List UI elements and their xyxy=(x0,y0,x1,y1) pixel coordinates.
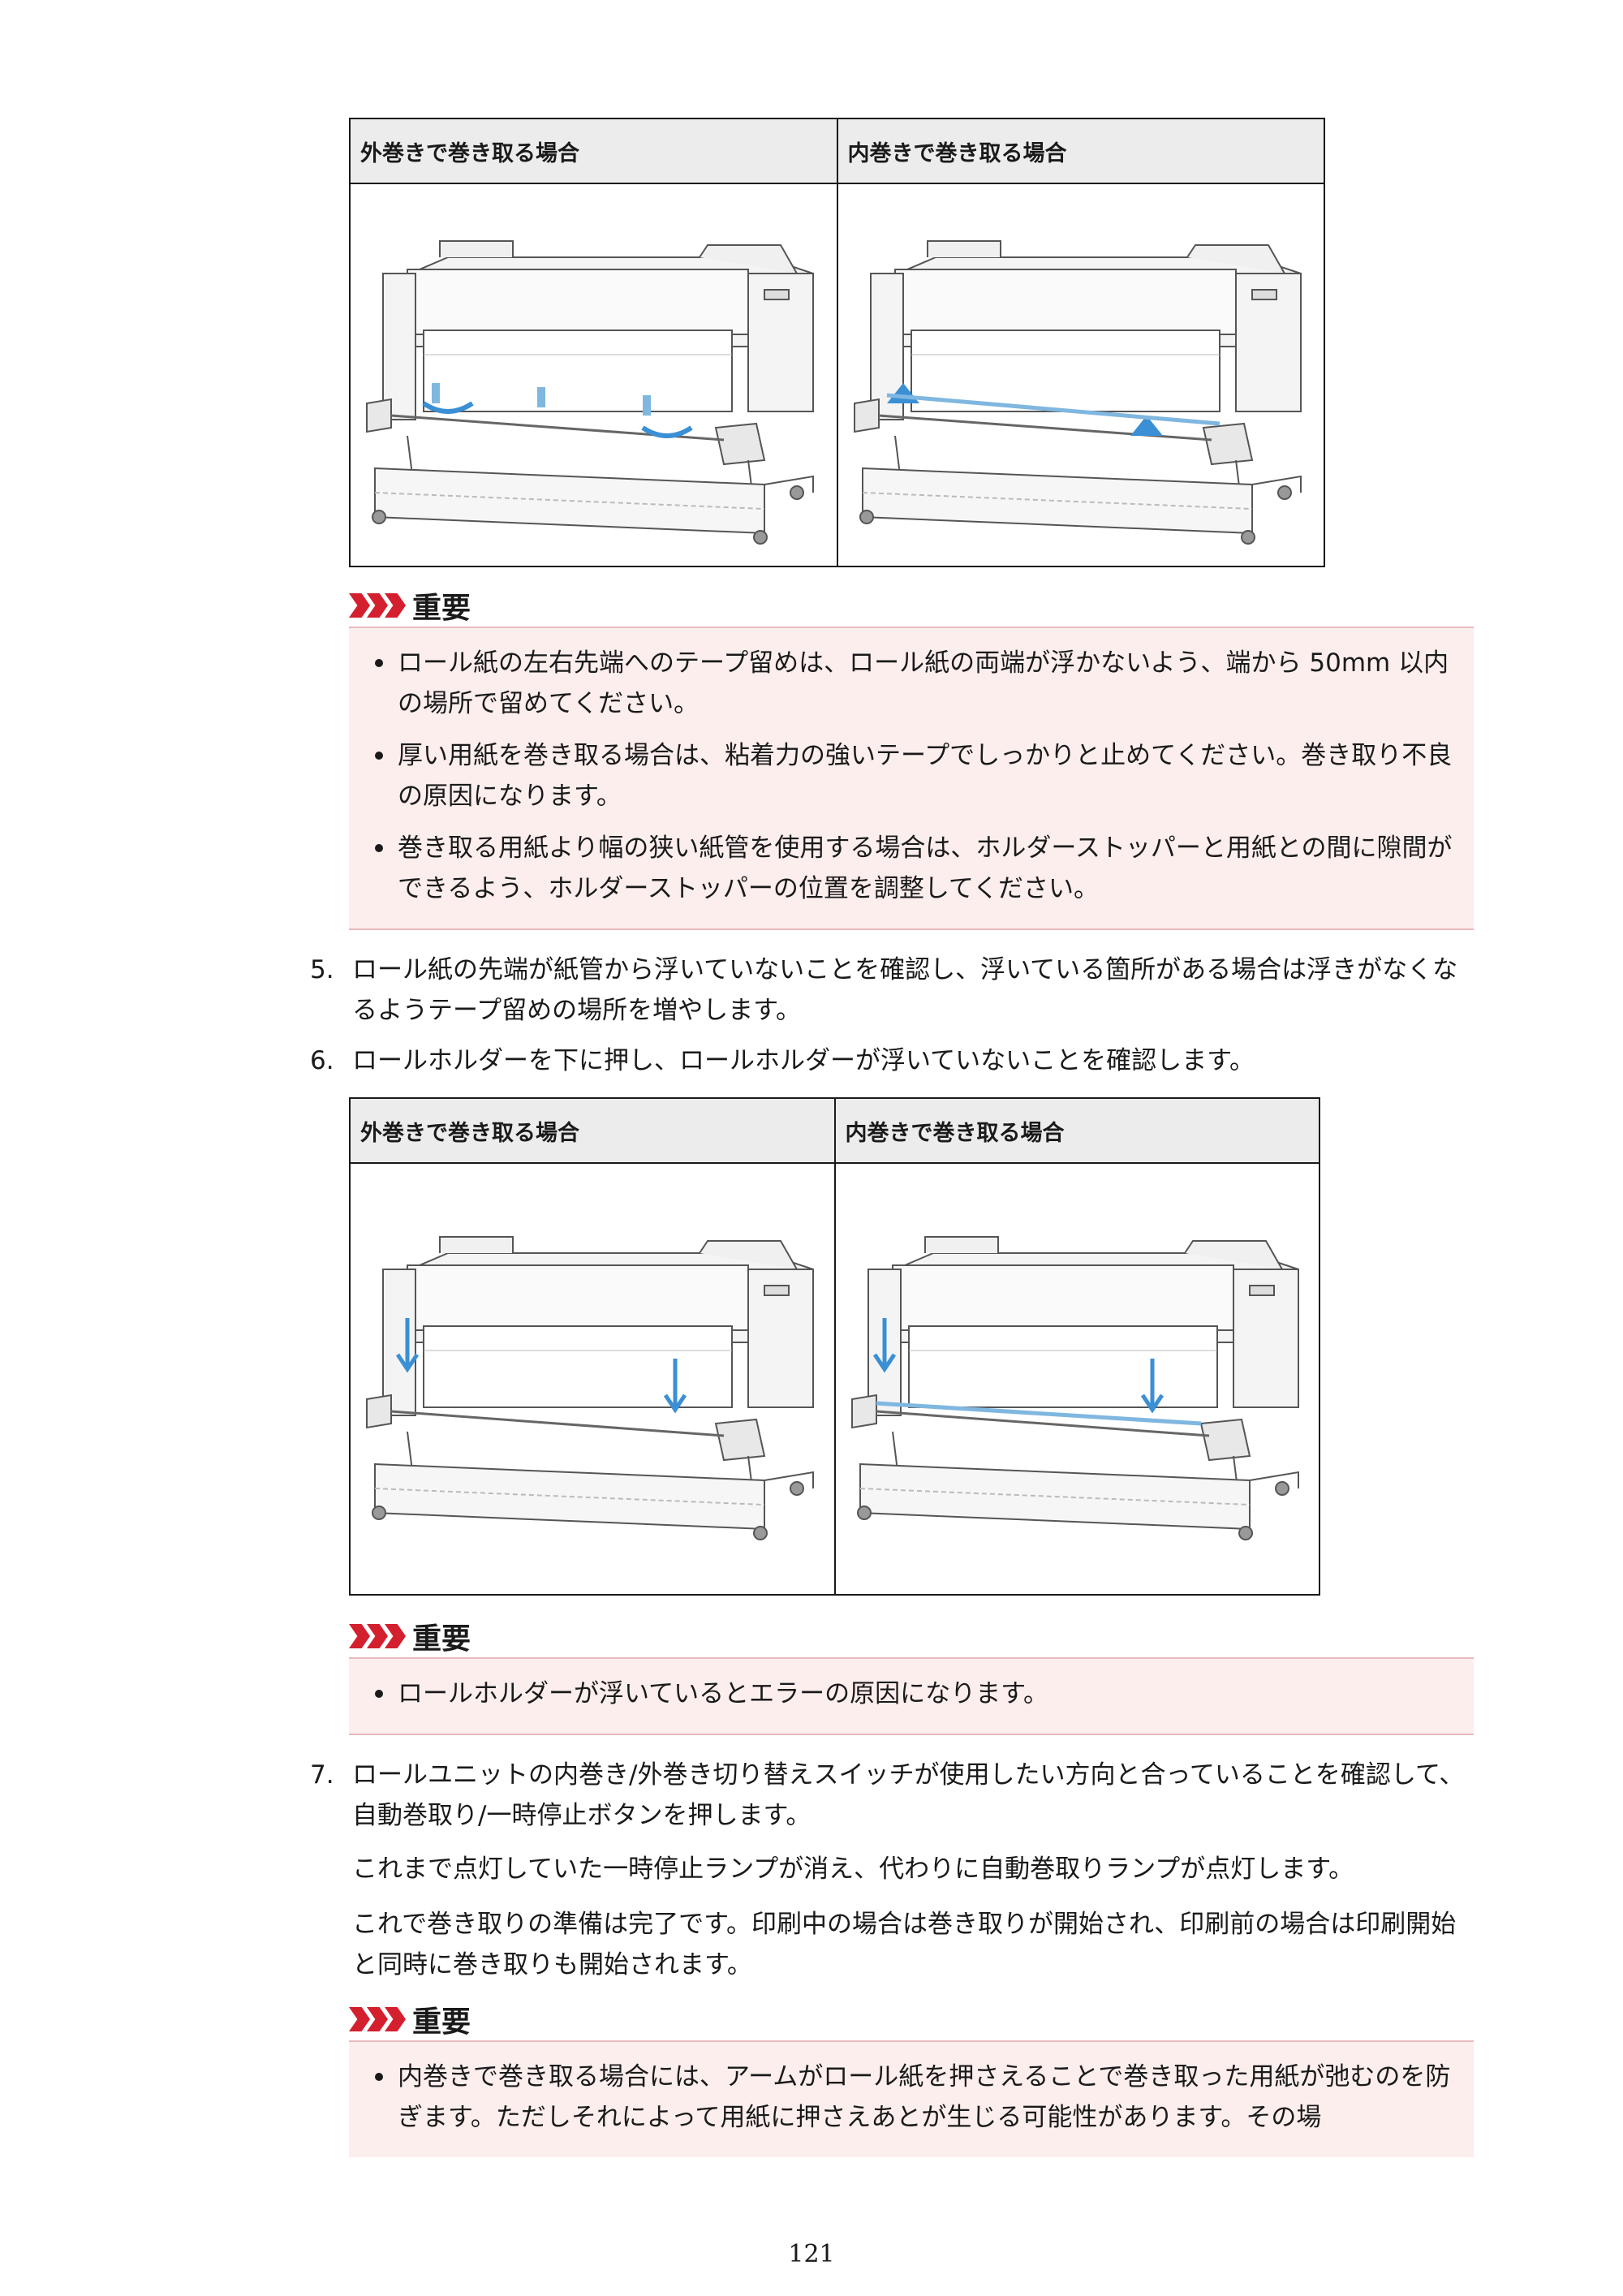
chevron-icon xyxy=(349,593,370,618)
important-box: ロール紙の左右先端へのテープ留めは、ロール紙の両端が浮かないよう、端から 50m… xyxy=(349,627,1474,930)
header-outer-winding: 外巻きで巻き取る場合 xyxy=(349,1097,836,1164)
step-5: 5. ロール紙の先端が紙管から浮いていないことを確認し、浮いている箇所がある場合… xyxy=(310,950,1479,1031)
illustration-outer-tape xyxy=(349,183,838,567)
important-label: 重要 xyxy=(412,1622,471,1656)
step-text: ロール紙の先端が紙管から浮いていないことを確認し、浮いている箇所がある場合は浮き… xyxy=(352,955,1458,1025)
important-note-3: 重要 内巻きで巻き取る場合には、アームがロール紙を押さえることで巻き取った用紙が… xyxy=(349,1998,1474,2157)
step-7: 7. ロールユニットの内巻き/外巻き切り替えスイッチが使用したい方向と合っている… xyxy=(310,1755,1479,1836)
paragraph-ready: これで巻き取りの準備は完了です。印刷中の場合は巻き取りが開始され、印刷前の場合は… xyxy=(352,1910,1457,1979)
step-text: ロールユニットの内巻き/外巻き切り替えスイッチが使用したい方向と合っていることを… xyxy=(352,1760,1465,1830)
step-number: 7. xyxy=(310,1760,334,1790)
illustration-inner-tape xyxy=(836,183,1325,567)
page-number: 121 xyxy=(788,2240,835,2268)
step-number: 6. xyxy=(310,1046,334,1075)
paragraph-lamp: これまで点灯していた一時停止ランプが消え、代わりに自動巻取りランプが点灯します。 xyxy=(352,1854,1354,1884)
header-inner-winding: 内巻きで巻き取る場合 xyxy=(833,1097,1320,1164)
step-text: ロールホルダーを下に押し、ロールホルダーが浮いていないことを確認します。 xyxy=(352,1046,1255,1075)
figure-table-holder: 外巻きで巻き取る場合 内巻きで巻き取る場合 xyxy=(349,1097,1320,1596)
header-outer-winding: 外巻きで巻き取る場合 xyxy=(349,118,838,184)
important-note-2: 重要 ロールホルダーが浮いているとエラーの原因になります。 xyxy=(349,1615,1474,1735)
illustration-inner-holder xyxy=(833,1162,1320,1596)
illustration-outer-holder xyxy=(349,1162,836,1596)
step-6: 6. ロールホルダーを下に押し、ロールホルダーが浮いていないことを確認します。 xyxy=(310,1040,1479,1081)
list-item: 厚い用紙を巻き取る場合は、粘着力の強いテープでしっかりと止めてください。巻き取り… xyxy=(372,735,1454,816)
figure-table-tape: 外巻きで巻き取る場合 内巻きで巻き取る場合 xyxy=(349,118,1325,567)
important-note-1: 重要 ロール紙の左右先端へのテープ留めは、ロール紙の両端が浮かないよう、端から … xyxy=(349,584,1474,930)
chevron-icon xyxy=(349,2007,370,2031)
important-title: 重要 xyxy=(349,1615,1474,1657)
important-box: 内巻きで巻き取る場合には、アームがロール紙を押さえることで巻き取った用紙が弛むの… xyxy=(349,2040,1474,2157)
chevron-icon xyxy=(349,1624,370,1648)
step-number: 5. xyxy=(310,955,334,984)
list-item: 巻き取る用紙より幅の狭い紙管を使用する場合は、ホルダーストッパーと用紙との間に隙… xyxy=(372,828,1454,909)
important-box: ロールホルダーが浮いているとエラーの原因になります。 xyxy=(349,1657,1474,1735)
important-label: 重要 xyxy=(412,592,471,625)
list-item: ロール紙の左右先端へのテープ留めは、ロール紙の両端が浮かないよう、端から 50m… xyxy=(372,643,1454,724)
header-inner-winding: 内巻きで巻き取る場合 xyxy=(836,118,1325,184)
important-title: 重要 xyxy=(349,584,1474,627)
important-title: 重要 xyxy=(349,1998,1474,2040)
important-label: 重要 xyxy=(412,2005,471,2039)
list-item: 内巻きで巻き取る場合には、アームがロール紙を押さえることで巻き取った用紙が弛むの… xyxy=(372,2057,1454,2138)
list-item: ロールホルダーが浮いているとエラーの原因になります。 xyxy=(372,1674,1454,1714)
